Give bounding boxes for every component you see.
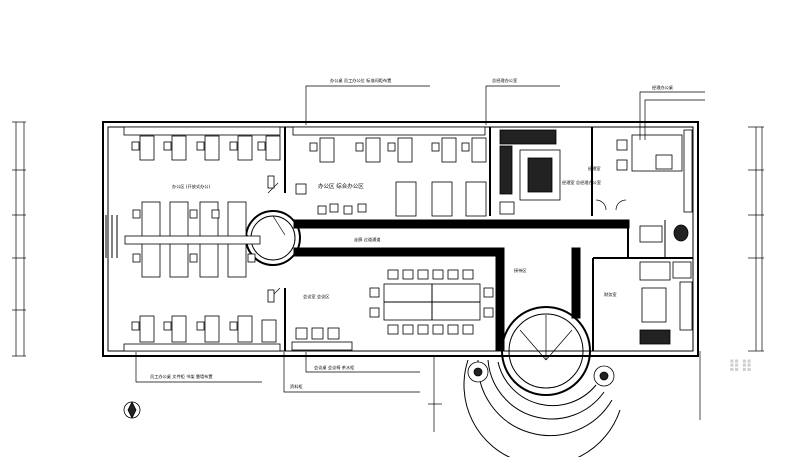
finance-room-furniture xyxy=(639,261,693,345)
callout-top-center: 总经理办公室 xyxy=(492,77,517,84)
room-labels: 办公区 (开放式办公) 办公区 综合办公区 经理室 总经理办公室 经理室 走廊 … xyxy=(172,165,617,300)
label-open-office-top: 办公区 综合办公区 xyxy=(318,182,364,190)
callout-bottom-left: 员工办公桌 文件柜 书架 靠墙布置 xyxy=(150,373,213,380)
meeting-room-furniture xyxy=(291,269,494,351)
label-open-office-left: 办公区 (开放式办公) xyxy=(172,183,210,190)
plants xyxy=(467,361,615,387)
label-meeting-room: 会议室 会议区 xyxy=(303,293,329,300)
label-top-right-office: 经理室 xyxy=(588,165,601,171)
desks-middle-left xyxy=(124,201,261,278)
desks-top-center xyxy=(292,126,487,217)
washroom-fixtures xyxy=(639,224,692,279)
callout-top-left: 办公桌 员工办公位 标准间距布置 xyxy=(330,77,391,84)
doors xyxy=(267,175,281,303)
label-lobby: 接待区 xyxy=(514,267,527,274)
callout-bottom-center-1: 会议桌 会议椅 茶水柜 xyxy=(314,364,354,371)
svg-text:⠿⠿: ⠿⠿ xyxy=(728,357,753,376)
entrance-rotunda xyxy=(463,306,621,457)
right-office-furniture xyxy=(616,129,693,213)
desks-top-left xyxy=(123,126,281,161)
desks-bottom-left xyxy=(123,315,281,352)
callout-top-right: 经理办公桌 xyxy=(652,84,674,91)
label-manager-office: 经理室 总经理办公室 xyxy=(562,179,601,186)
dimension-lines xyxy=(12,121,764,432)
callout-bottom-center-2: 资料柜 xyxy=(290,383,303,390)
manager-office-furniture xyxy=(499,129,627,215)
callouts: 办公桌 员工办公位 标准间距布置 总经理办公室 经理办公桌 员工办公桌 文件柜 … xyxy=(135,77,705,393)
label-corridor: 走廊 过道通道 xyxy=(354,236,381,243)
watermark: ⠿⠿ xyxy=(728,357,753,376)
window-left xyxy=(105,215,118,258)
label-finance-room: 财务室 xyxy=(604,291,617,298)
north-arrow-icon xyxy=(123,401,141,419)
